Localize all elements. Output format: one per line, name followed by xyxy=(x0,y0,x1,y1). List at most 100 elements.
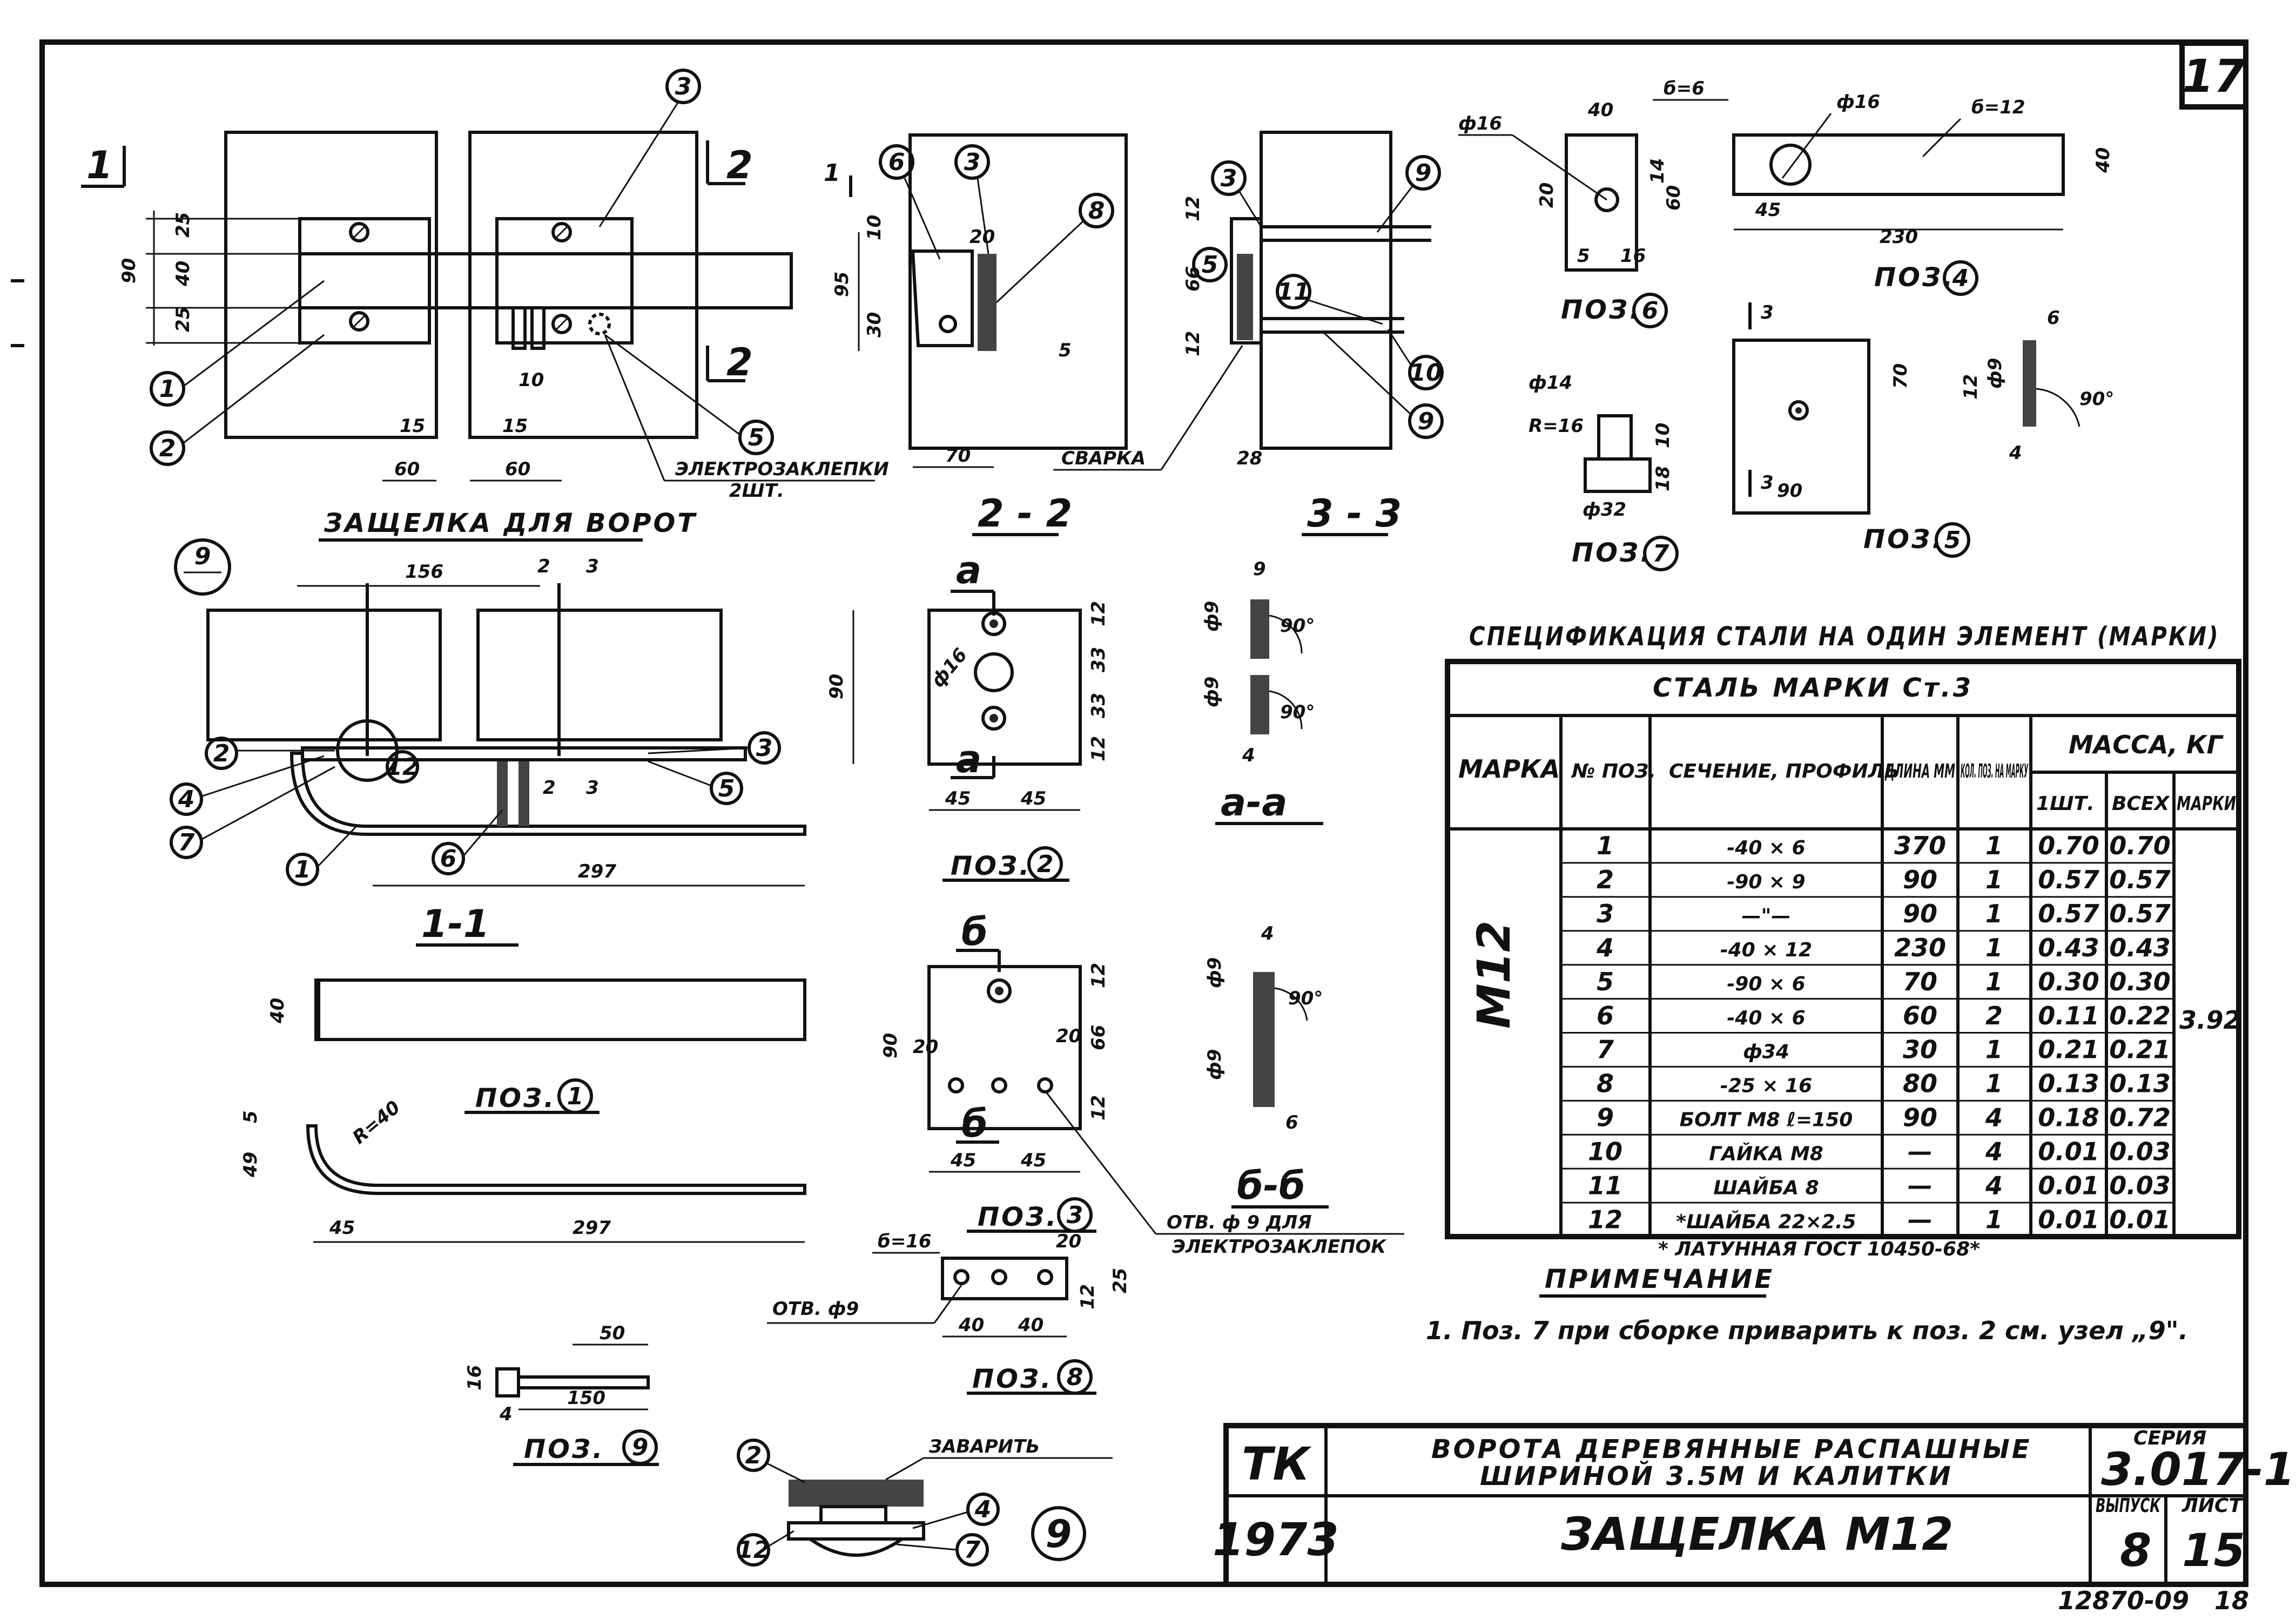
svg-text:6: 6 xyxy=(888,148,905,176)
svg-text:7: 7 xyxy=(964,1536,981,1564)
svg-text:ДЛИНА ММ: ДЛИНА ММ xyxy=(1884,760,1955,782)
svg-text:2: 2 xyxy=(543,777,556,799)
spec-cell: 10 xyxy=(1588,1137,1622,1166)
svg-text:70: 70 xyxy=(1890,363,1911,389)
svg-text:90: 90 xyxy=(826,674,847,699)
svg-text:33: 33 xyxy=(1088,693,1109,718)
svg-text:49: 49 xyxy=(240,1152,261,1178)
svg-text:б=16: б=16 xyxy=(878,1231,932,1252)
svg-text:ПРИМЕЧАНИЕ: ПРИМЕЧАНИЕ xyxy=(1545,1264,1774,1294)
svg-text:45: 45 xyxy=(329,1217,355,1239)
svg-text:6: 6 xyxy=(440,845,457,873)
svg-text:15: 15 xyxy=(400,415,425,437)
spec-cell: 4 xyxy=(1596,933,1614,962)
spec-cell: 0.18 xyxy=(2038,1103,2099,1132)
svg-text:ПОЗ.: ПОЗ. xyxy=(524,1434,604,1464)
spec-cell: — xyxy=(1908,1205,1933,1234)
svg-text:а: а xyxy=(956,548,981,592)
spec-cell: -40 × 6 xyxy=(1727,1007,1805,1029)
spec-cell: 4 xyxy=(1985,1103,2003,1132)
svg-text:ф32: ф32 xyxy=(1583,499,1626,521)
spec-cell: 0.21 xyxy=(2038,1035,2099,1064)
spec-cell: БОЛТ М8 ℓ=150 xyxy=(1680,1109,1853,1131)
svg-text:40: 40 xyxy=(958,1314,984,1336)
svg-text:9: 9 xyxy=(194,543,211,570)
spec-footnote: * ЛАТУННАЯ ГОСТ 10450-68* xyxy=(1658,1238,1980,1260)
svg-text:156: 156 xyxy=(405,561,443,583)
svg-text:R=16: R=16 xyxy=(1529,415,1584,437)
svg-text:9: 9 xyxy=(1418,408,1435,435)
svg-text:20: 20 xyxy=(969,226,995,248)
svg-text:1-1: 1-1 xyxy=(421,902,489,946)
svg-text:12: 12 xyxy=(1182,196,1204,221)
svg-text:3: 3 xyxy=(1067,1202,1083,1229)
page-number: 17 xyxy=(2183,50,2246,103)
spec-steel: СТАЛЬ МАРКИ Ст.3 xyxy=(1653,673,1973,703)
svg-text:3: 3 xyxy=(1761,472,1774,494)
svg-text:95: 95 xyxy=(831,272,853,297)
svg-text:90°: 90° xyxy=(2079,388,2114,410)
svg-text:12: 12 xyxy=(1077,1284,1099,1310)
svg-text:12: 12 xyxy=(1960,374,1982,400)
svg-text:МАРКИ: МАРКИ xyxy=(2177,793,2236,815)
svg-text:25: 25 xyxy=(172,212,194,238)
svg-text:ЭЛЕКТРОЗАКЛЕПКИ: ЭЛЕКТРОЗАКЛЕПКИ xyxy=(675,458,889,480)
bottom-sheet: 18 xyxy=(2214,1586,2249,1615)
spec-cell: 0.01 xyxy=(2109,1205,2171,1234)
svg-text:20: 20 xyxy=(1056,1025,1081,1047)
svg-text:МАССА, КГ: МАССА, КГ xyxy=(2069,730,2224,759)
svg-text:4: 4 xyxy=(974,1496,992,1523)
svg-text:ЭЛЕКТРОЗАКЛЕПОК: ЭЛЕКТРОЗАКЛЕПОК xyxy=(1172,1236,1387,1258)
svg-text:ф9: ф9 xyxy=(1204,957,1226,988)
svg-text:30: 30 xyxy=(864,312,885,338)
svg-text:2ШТ.: 2ШТ. xyxy=(729,480,784,502)
spec-title: СПЕЦИФИКАЦИЯ СТАЛИ НА ОДИН ЭЛЕМЕНТ (МАРК… xyxy=(1469,622,2220,652)
spec-cell: *ШАЙБА 22×2.5 xyxy=(1676,1210,1856,1233)
svg-text:16: 16 xyxy=(464,1365,486,1390)
svg-text:6: 6 xyxy=(1642,297,1659,325)
spec-cell: 1 xyxy=(1985,1035,2003,1064)
spec-cell: 1 xyxy=(1985,933,2003,962)
svg-text:3: 3 xyxy=(964,148,981,176)
spec-cell: 0.57 xyxy=(2109,899,2171,928)
spec-cell: -25 × 16 xyxy=(1720,1075,1812,1097)
bottom-code: 12870-09 xyxy=(2058,1586,2189,1615)
pos1-detail: 40 ПОЗ. 1 R=40 49 5 45 297 xyxy=(240,978,806,1243)
svg-text:9: 9 xyxy=(1253,558,1266,580)
pos7-detail: ф14 R=16 ф32 10 18 ПОЗ. 7 xyxy=(1529,372,1679,571)
svg-text:12: 12 xyxy=(1182,331,1204,356)
svg-text:3: 3 xyxy=(675,73,692,100)
svg-text:20: 20 xyxy=(913,1036,938,1058)
svg-text:4: 4 xyxy=(499,1403,513,1425)
spec-cell: 0.57 xyxy=(2038,899,2099,928)
svg-text:9: 9 xyxy=(1046,1512,1072,1556)
svg-text:2: 2 xyxy=(213,740,230,767)
pos8-detail: б=16 20 12 25 ОТВ. ф9 40 40 ПОЗ. 8 xyxy=(767,1231,1131,1395)
svg-text:10: 10 xyxy=(1409,359,1442,387)
svg-text:ПОЗ.: ПОЗ. xyxy=(951,851,1031,881)
svg-text:4: 4 xyxy=(1261,923,1274,944)
svg-text:11: 11 xyxy=(1277,278,1310,306)
svg-text:ВСЕХ: ВСЕХ xyxy=(2112,793,2170,815)
svg-text:2: 2 xyxy=(159,435,176,462)
section-1-1: 9 156 2 3 2 3 297 2 4 7 1 12 3 5 6 1-1 xyxy=(170,538,806,947)
svg-text:СЕЧЕНИЕ, ПРОФИЛЬ: СЕЧЕНИЕ, ПРОФИЛЬ xyxy=(1669,760,1899,782)
title-block: ТК 1973 ВОРОТА ДЕРЕВЯННЫЕ РАСПАШНЫЕ ШИРИ… xyxy=(1213,1423,2295,1587)
node9-detail: ЗАВАРИТЬ 2 4 12 7 9 xyxy=(737,1436,1113,1567)
svg-text:б: б xyxy=(961,1102,988,1146)
spec-cell: 1 xyxy=(1985,831,2003,860)
svg-text:230: 230 xyxy=(1880,226,1918,248)
svg-text:90°: 90° xyxy=(1280,701,1315,723)
spec-cell: 5 xyxy=(1597,967,1614,996)
pos5-detail: 3 3 70 90 ПОЗ. 5 90° 6 12 ф9 4 xyxy=(1732,302,2114,558)
svg-text:б=6: б=6 xyxy=(1664,78,1705,99)
svg-text:5: 5 xyxy=(1202,251,1218,279)
svg-text:1: 1 xyxy=(824,159,840,187)
section-3-3: 12 66 12 28 3 5 9 11 10 9 3 - 3 xyxy=(1160,131,1444,536)
svg-text:2 - 2: 2 - 2 xyxy=(978,491,1072,536)
svg-text:2: 2 xyxy=(726,340,753,384)
latch-caption: ЗАЩЕЛКА ДЛЯ ВОРОТ xyxy=(324,508,697,538)
spec-cell: 1 xyxy=(1985,899,2003,928)
spec-cell: 0.01 xyxy=(2038,1137,2099,1166)
spec-cell: 0.03 xyxy=(2109,1137,2171,1166)
